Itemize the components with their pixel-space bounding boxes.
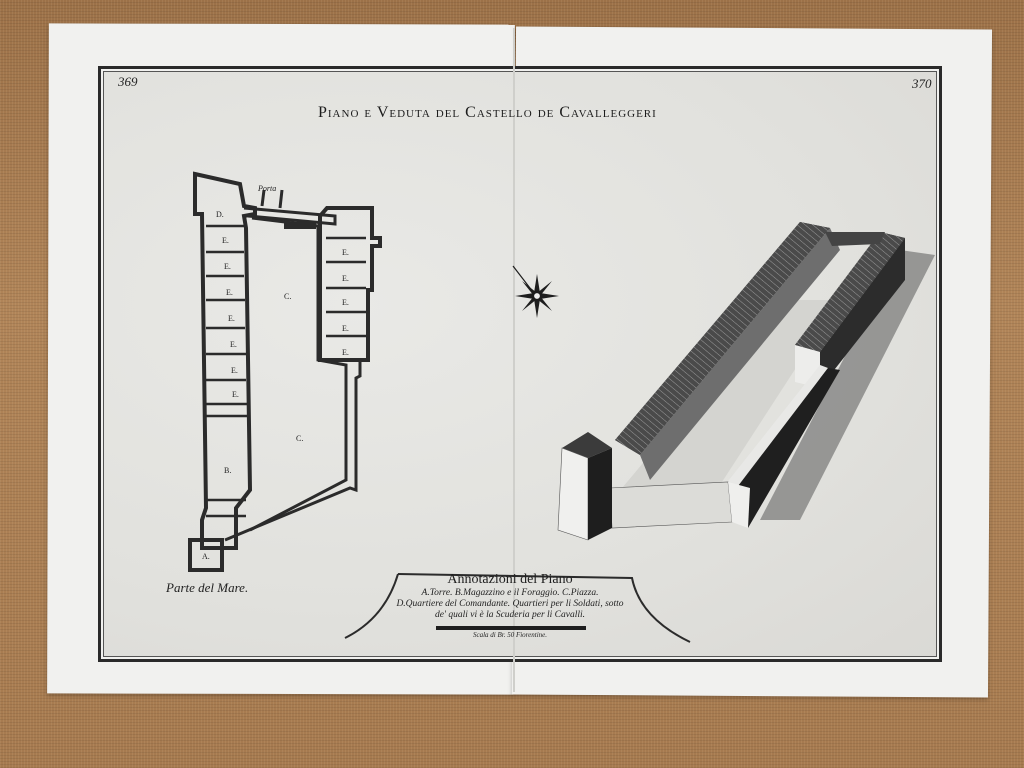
room-label-e: E.: [342, 348, 349, 357]
room-label-e: E.: [222, 236, 229, 245]
scale-caption: Scala di Br. 50 Fiorentine.: [472, 631, 547, 639]
legend-cartouche: Annotazioni del Piano A.Torre. B.Magazzi…: [395, 572, 625, 639]
room-label-e: E.: [230, 340, 237, 349]
legend-line: D.Quartiere del Comandante. Quartieri pe…: [396, 599, 624, 609]
legend-title: Annotazioni del Piano: [447, 572, 573, 587]
scale-bar: [436, 626, 586, 630]
legend-cartouche-frame: [344, 573, 691, 643]
compass-rose: [512, 265, 559, 318]
castle-floor-plan: [188, 171, 382, 572]
storehouse-label-b: B.: [224, 466, 232, 475]
room-label-e: E.: [342, 274, 349, 283]
room-label-d: D.: [216, 210, 224, 219]
legend-line: A.Torre. B.Magazzino e il Foraggio. C.Pi…: [421, 588, 599, 598]
room-label-e: E.: [226, 288, 233, 297]
courtyard-label-c: C.: [284, 292, 292, 301]
room-label-e: E.: [224, 262, 231, 271]
legend-line: de' quali vi è la Scuderia per li Cavall…: [434, 610, 586, 620]
sea-side-label: Parte del Mare.: [166, 580, 249, 595]
room-label-e: E.: [342, 248, 349, 257]
room-label-e: E.: [342, 324, 349, 333]
page-number-left: 369: [118, 74, 138, 89]
room-label-e: E.: [232, 390, 239, 399]
room-label-e: E.: [342, 298, 349, 307]
room-label-e: E.: [228, 314, 235, 323]
gate-label: Porta: [258, 184, 277, 193]
room-label-e: E.: [231, 366, 238, 375]
courtyard-label-c: C.: [296, 434, 304, 443]
page-number-right: 370: [912, 76, 932, 91]
page-fold-gutter: [513, 28, 515, 692]
print-title: Piano e Veduta del Castello de Cavallegg…: [318, 104, 657, 121]
tower-label-a: A.: [202, 552, 210, 561]
castle-perspective-view: [557, 222, 935, 541]
